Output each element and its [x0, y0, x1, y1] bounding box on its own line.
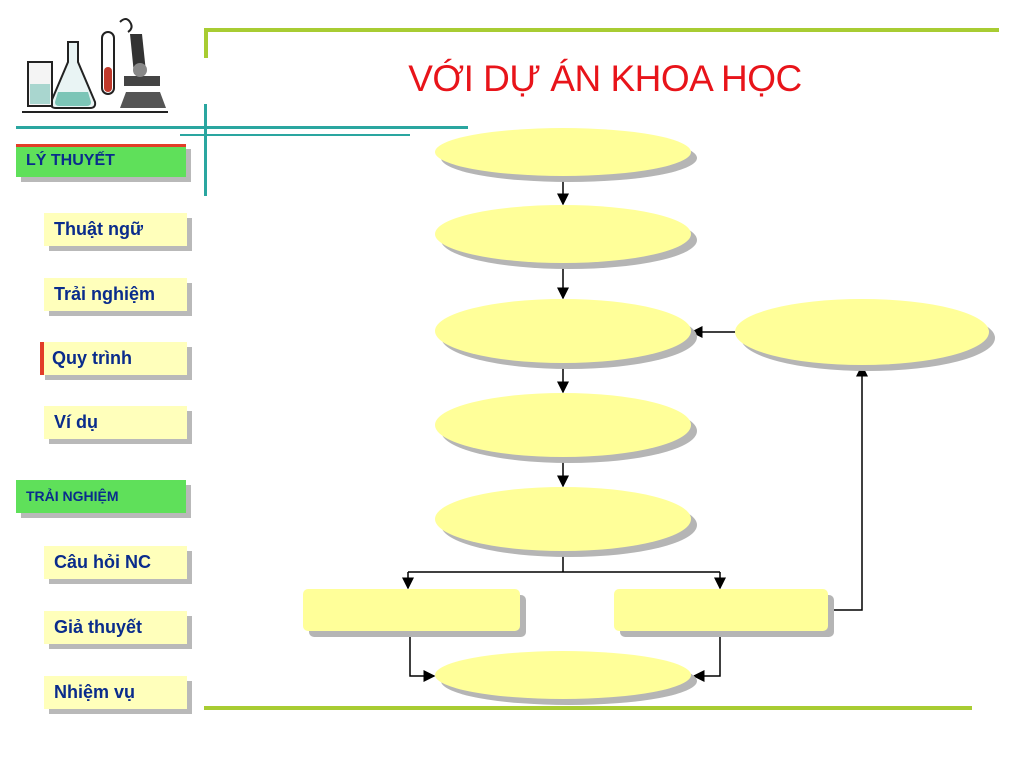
- nav-item-research-question[interactable]: Câu hỏi NC: [44, 546, 187, 579]
- flow-step-2: [435, 205, 691, 263]
- nav-item-hypothesis[interactable]: Giả thuyết: [44, 611, 187, 644]
- flow-step-4: [435, 393, 691, 457]
- flow-side-step: [735, 299, 989, 365]
- flow-final-step: [435, 651, 691, 699]
- teal-vertical-rule: [204, 104, 207, 196]
- flow-step-5: [435, 487, 691, 551]
- nav-section-theory[interactable]: LÝ THUYẾT: [16, 144, 186, 177]
- nav-item-process[interactable]: Quy trình: [40, 342, 187, 375]
- flow-branch-right: [614, 589, 828, 631]
- top-green-rule: [204, 28, 999, 32]
- science-lab-logo-icon: [20, 12, 170, 120]
- teal-horizontal-rule: [16, 126, 468, 129]
- nav-item-experience[interactable]: Trải nghiệm: [44, 278, 187, 311]
- nav-item-terminology[interactable]: Thuật ngữ: [44, 213, 187, 246]
- nav-item-example[interactable]: Ví dụ: [44, 406, 187, 439]
- slide-title: VỚI DỰ ÁN KHOA HỌC: [408, 58, 802, 99]
- nav-item-task[interactable]: Nhiệm vụ: [44, 676, 187, 709]
- teal-horizontal-rule-short: [180, 134, 410, 136]
- top-green-rule-vertical: [204, 28, 208, 58]
- flow-step-1: [435, 128, 691, 176]
- flow-branch-left: [303, 589, 520, 631]
- flow-step-3: [435, 299, 691, 363]
- nav-section-experience[interactable]: TRẢI NGHIỆM: [16, 480, 186, 513]
- bottom-green-rule: [204, 706, 972, 710]
